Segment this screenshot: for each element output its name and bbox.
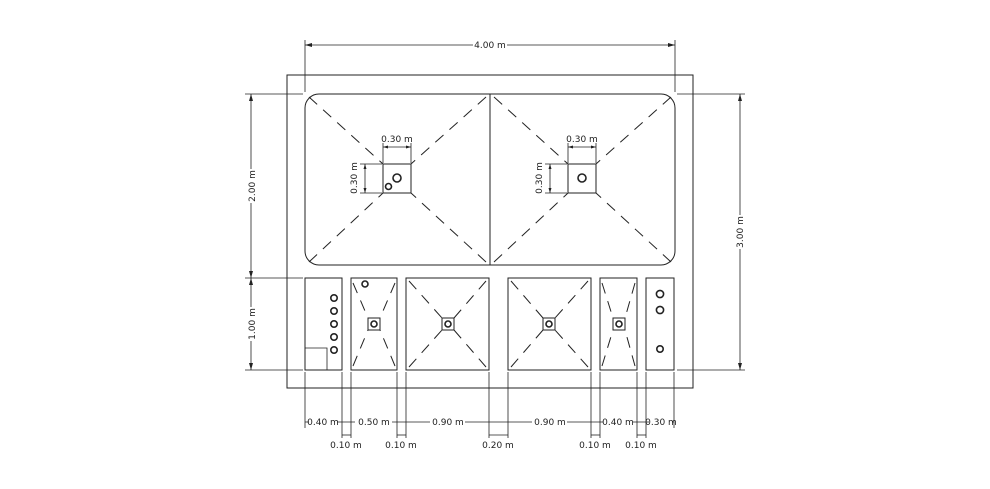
module-1 — [304, 277, 343, 371]
drain-right-outlet — [577, 173, 587, 183]
module-4-slopes — [510, 280, 589, 368]
gap-1-label: 0.10 m — [330, 441, 362, 451]
seg-2-label: 0.50 m — [358, 418, 390, 428]
seg-1-label: 0.40 m — [307, 418, 339, 428]
module-1-notch — [305, 347, 328, 370]
drain-right — [567, 163, 597, 194]
drain-left-width-label: 0.30 m — [381, 135, 413, 145]
right-tray-slopes — [493, 96, 672, 263]
dim-bottom-segments: 0.40 m 0.50 m 0.90 m 0.90 m 0.40 m 0.30 … — [304, 372, 677, 451]
module-2-slopes — [352, 282, 396, 367]
drain-left-height-label: 0.30 m — [350, 162, 360, 194]
drain-right-height-label: 0.30 m — [535, 162, 545, 194]
left-tray-slopes — [308, 96, 487, 263]
module-2 — [350, 277, 398, 371]
seg-6-label: 0.30 m — [645, 418, 677, 428]
tray-depth-label: 2.00 m — [248, 170, 258, 202]
module-6-outlets — [655, 289, 665, 353]
module-2-outlet — [361, 280, 369, 288]
dim-drain-left: 0.30 m 0.30 m — [350, 135, 413, 194]
seg-3-label: 0.90 m — [432, 418, 464, 428]
drain-left — [382, 163, 412, 194]
dim-overall-width: 4.00 m — [304, 39, 676, 92]
module-3-drain — [441, 317, 455, 331]
module-5-slopes — [601, 282, 636, 367]
outer-frame — [286, 74, 694, 389]
module-5-drain-hole — [615, 320, 623, 328]
dim-tray-depth: 2.00 m — [245, 93, 303, 279]
module-2-drain — [367, 317, 381, 331]
dim-drain-right: 0.30 m 0.30 m — [535, 135, 598, 194]
module-3-drain-hole — [444, 320, 452, 328]
module-2-drain-hole — [370, 320, 378, 328]
gap-4-label: 0.10 m — [579, 441, 611, 451]
module-1-outlets — [329, 293, 338, 354]
seg-4-label: 0.90 m — [534, 418, 566, 428]
drain-right-width-label: 0.30 m — [566, 135, 598, 145]
seg-5-label: 0.40 m — [602, 418, 634, 428]
drain-left-overflow — [384, 182, 393, 191]
dim-overall-depth: 3.00 m — [677, 93, 746, 371]
gap-2-label: 0.10 m — [385, 441, 417, 451]
overall-width-label: 4.00 m — [474, 41, 506, 51]
module-4 — [507, 277, 592, 371]
module-4-drain — [542, 317, 556, 331]
overall-depth-label: 3.00 m — [736, 216, 746, 248]
module-4-drain-hole — [545, 320, 553, 328]
drain-left-outlet — [392, 173, 402, 183]
module-3-slopes — [408, 280, 487, 368]
module-5 — [599, 277, 638, 371]
gap-5-label: 0.10 m — [625, 441, 657, 451]
lower-depth-label: 1.00 m — [248, 308, 258, 340]
dim-lower-depth: 1.00 m — [245, 278, 303, 371]
gap-3-label: 0.20 m — [482, 441, 514, 451]
module-3 — [405, 277, 490, 371]
module-5-drain — [612, 317, 626, 331]
module-6 — [645, 277, 675, 371]
